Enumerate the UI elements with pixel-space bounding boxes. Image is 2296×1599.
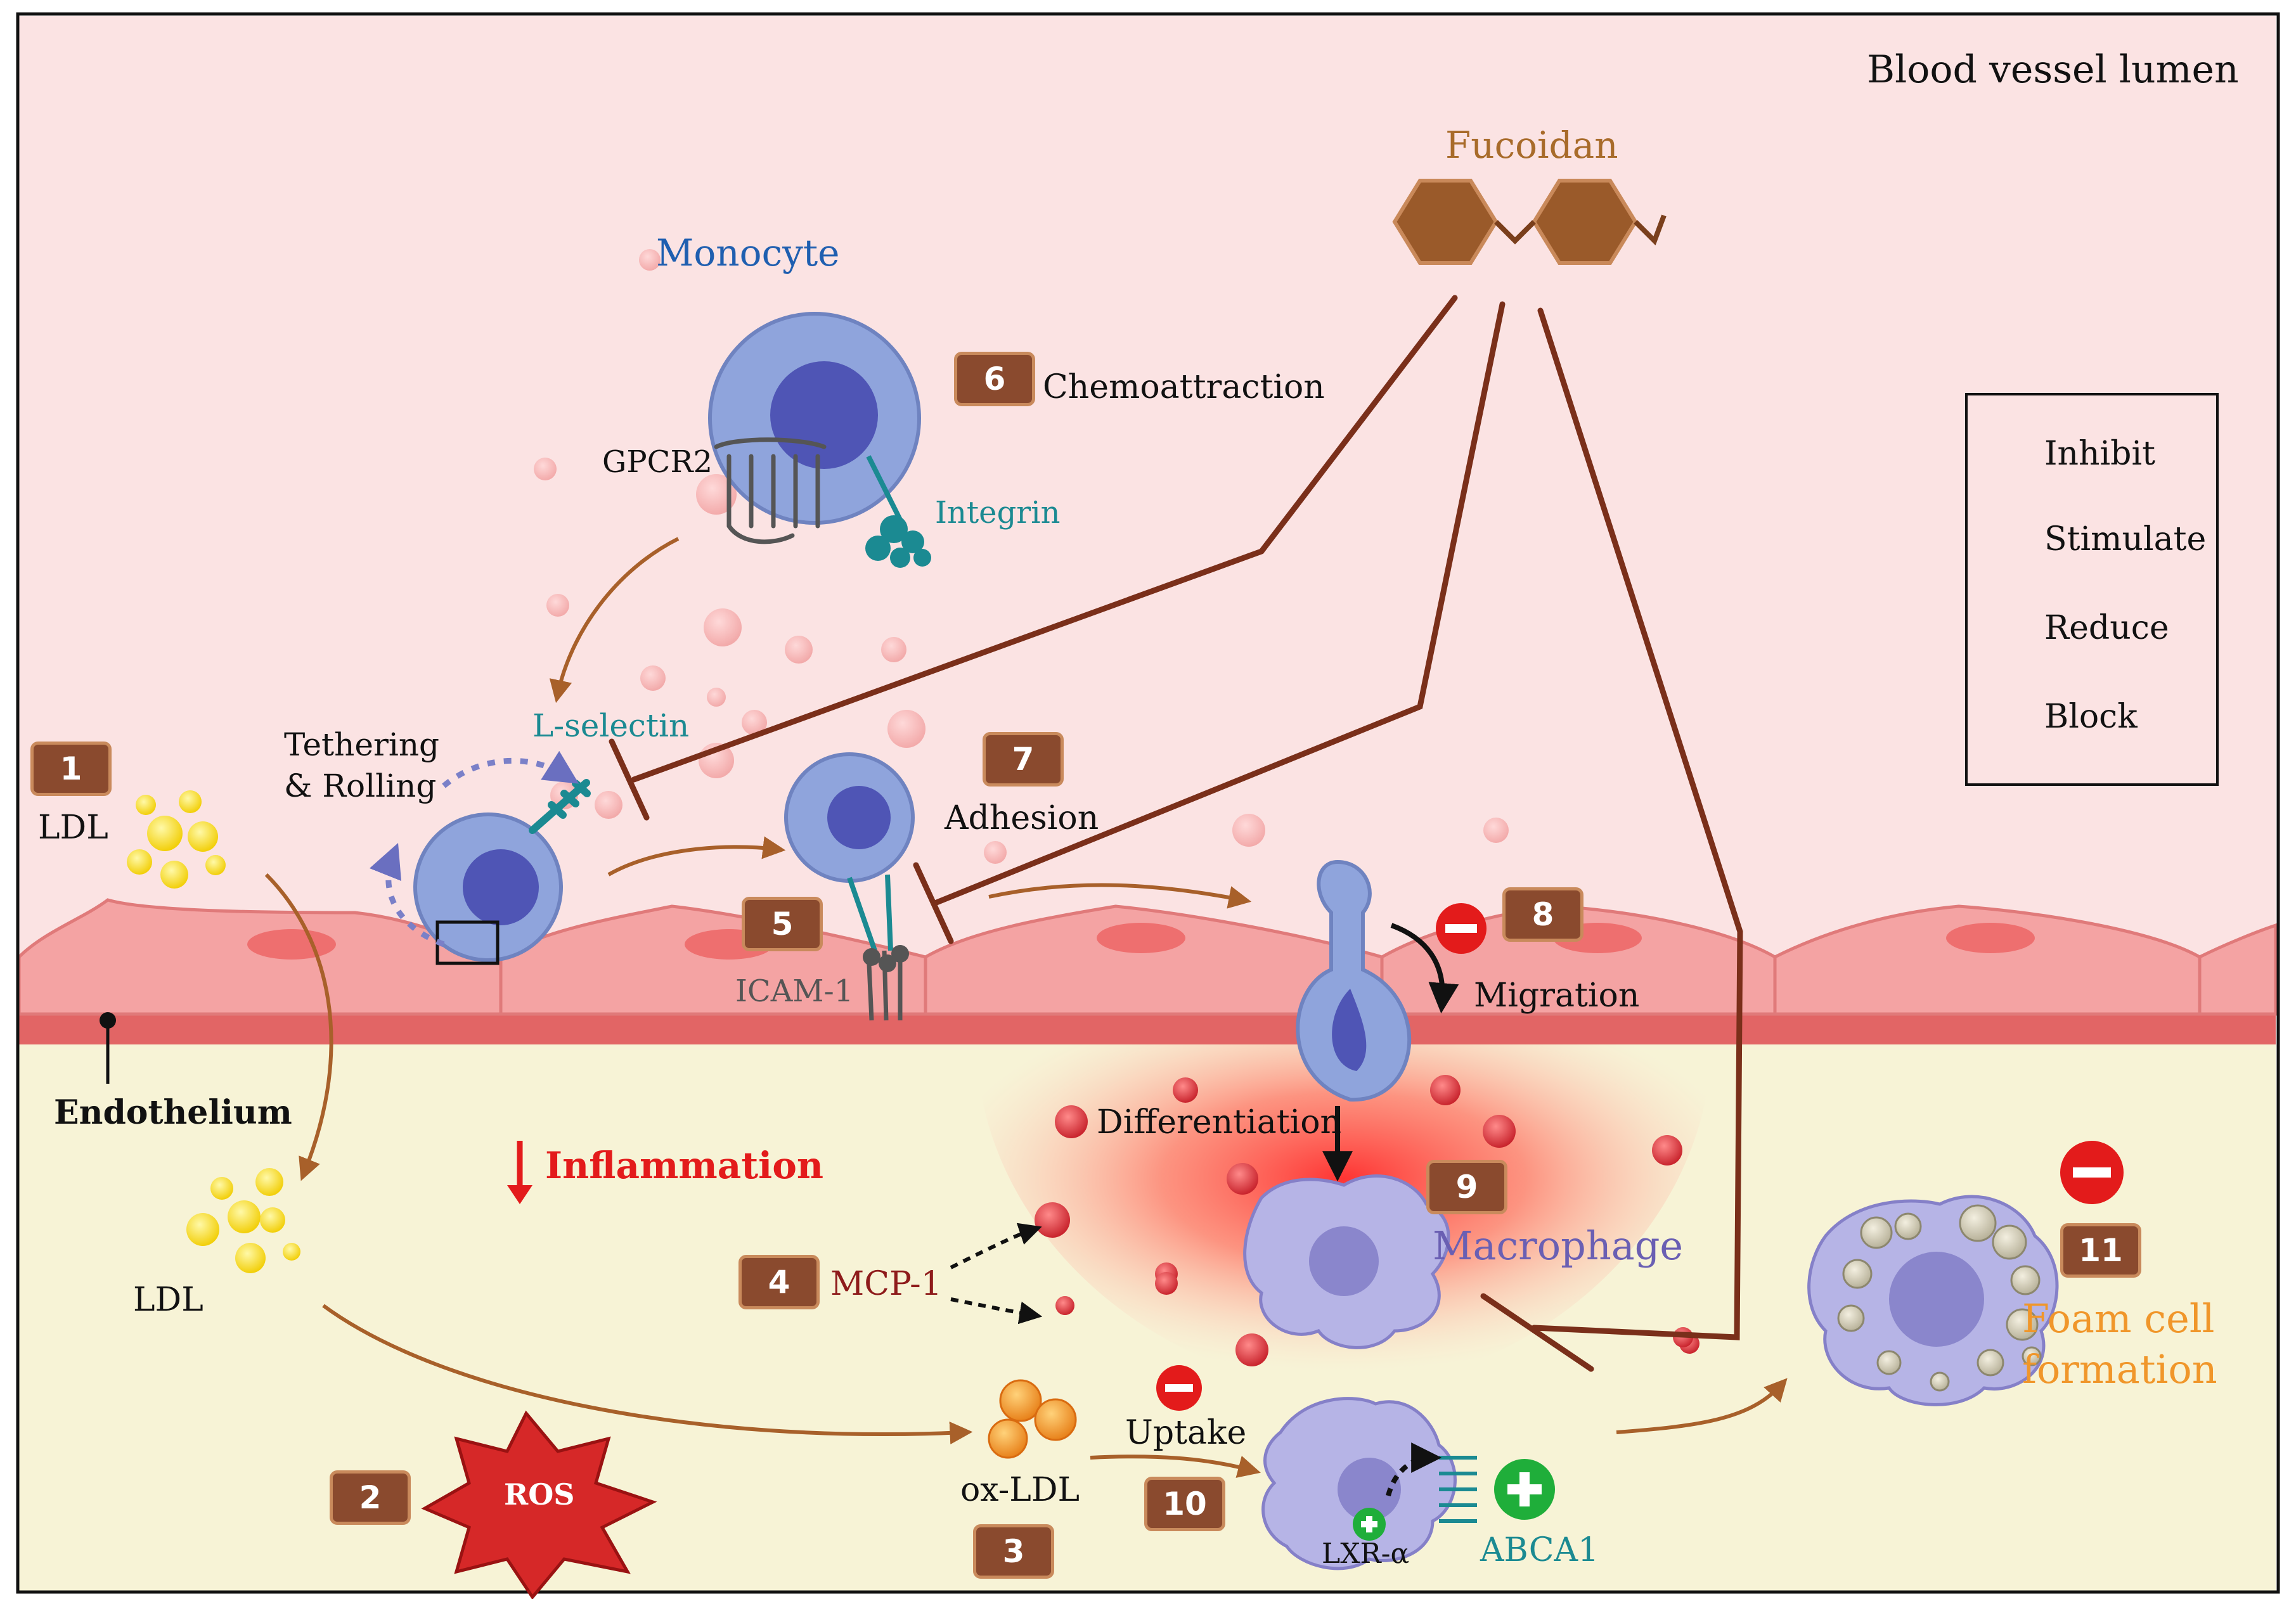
inflammation-label: Inflammation <box>545 1144 824 1187</box>
migrating-monocyte <box>1296 859 1412 1102</box>
tethering-label: Tethering <box>284 726 440 763</box>
inhibit-icon-migration <box>1436 903 1487 954</box>
icam-1-label: ICAM-1 <box>735 973 854 1009</box>
ox-ldl-label: ox-LDL <box>960 1471 1080 1509</box>
chemoattraction-label: Chemoattraction <box>1043 368 1325 406</box>
ldl-label-top: LDL <box>38 809 108 847</box>
step-badge-2: 2 <box>330 1470 411 1525</box>
reduce-arrow-inflammation <box>507 1141 532 1204</box>
inhibit-icon-uptake <box>1156 1365 1202 1411</box>
figure-frame <box>16 12 2280 1594</box>
legend-stimulate-label: Stimulate <box>2044 520 2207 558</box>
migration-label: Migration <box>1474 977 1640 1015</box>
ldl-label-bottom: LDL <box>133 1281 203 1319</box>
step-badge-10: 10 <box>1144 1477 1225 1531</box>
fucoidan-block-lines <box>609 295 1743 1372</box>
adhesion-monocyte <box>784 752 915 883</box>
ros-label: ROS <box>504 1477 575 1512</box>
black-arrows <box>950 923 1459 1497</box>
monocyte-label: Monocyte <box>656 231 840 274</box>
ldl-particles-top <box>127 790 226 889</box>
endothelium-pointer-dot <box>100 1012 116 1029</box>
gpcr2-receptor <box>714 437 827 544</box>
step-badge-9: 9 <box>1426 1160 1507 1214</box>
gpcr2-label: GPCR2 <box>602 444 713 480</box>
step-badge-1: 1 <box>30 742 112 796</box>
abca1-transporter <box>1439 1456 1477 1523</box>
endothelium-label: Endothelium <box>54 1093 292 1132</box>
step-badge-8: 8 <box>1502 887 1583 942</box>
mcp-1-label: MCP-1 <box>830 1265 942 1303</box>
uptake-label: Uptake <box>1125 1414 1247 1452</box>
lxr-alpha-label: LXR-α <box>1322 1538 1410 1570</box>
lumen-background <box>19 16 2276 1005</box>
fucoidan-label: Fucoidan <box>1445 124 1618 167</box>
foam-cell-lipids <box>1837 1204 2042 1392</box>
step-badge-4: 4 <box>738 1255 820 1309</box>
rolling-monocyte <box>413 812 563 965</box>
stimulate-icon-lxr <box>1353 1508 1386 1541</box>
step-badge-3: 3 <box>973 1524 1054 1579</box>
stimulate-icon-abca1 <box>1494 1459 1555 1520</box>
integrin-label: Integrin <box>935 495 1061 530</box>
integrin-receptor <box>865 455 931 568</box>
legend-inhibit-label: Inhibit <box>2044 435 2155 473</box>
macrophage-label: Macrophage <box>1433 1223 1684 1269</box>
step-badge-5: 5 <box>742 897 823 951</box>
l-selectin-molecule <box>529 779 591 834</box>
fucoidan-molecule <box>1392 179 1667 265</box>
uptake-macrophage-nucleus <box>1338 1458 1401 1521</box>
l-selectin-label: L-selectin <box>532 707 690 744</box>
legend-block-label: Block <box>2044 698 2138 736</box>
tethering-arrow <box>442 750 579 788</box>
migrating-nucleus <box>1332 989 1367 1071</box>
ldl-particles-bottom <box>186 1168 300 1273</box>
icam-1-molecule <box>847 874 909 1021</box>
ros-star <box>421 1410 657 1599</box>
endothelial-cells <box>17 898 2278 1016</box>
foam-cell-nucleus <box>1889 1252 1984 1347</box>
foam-formation-label: formation <box>2022 1346 2217 1392</box>
differentiation-label: Differentiation <box>1097 1103 1342 1141</box>
rolling-arrow <box>369 842 445 947</box>
step-badge-6: 6 <box>954 352 1035 406</box>
ox-ldl-particles <box>988 1379 1077 1459</box>
rolling-label: & Rolling <box>284 767 437 804</box>
inhibit-icon-foam <box>2060 1141 2124 1204</box>
step-badge-7: 7 <box>983 732 1064 787</box>
macrophage-nucleus <box>1309 1226 1379 1296</box>
adhesion-label: Adhesion <box>945 799 1099 837</box>
abca1-label: ABCA1 <box>1480 1531 1599 1569</box>
flow-arrows <box>264 537 1788 1478</box>
legend-reduce-label: Reduce <box>2044 609 2169 647</box>
lumen-label: Blood vessel lumen <box>1867 48 2239 92</box>
foam-cell-label: Foam cell <box>2022 1295 2215 1342</box>
legend-box <box>1965 393 2219 786</box>
step-badge-11: 11 <box>2060 1223 2141 1278</box>
